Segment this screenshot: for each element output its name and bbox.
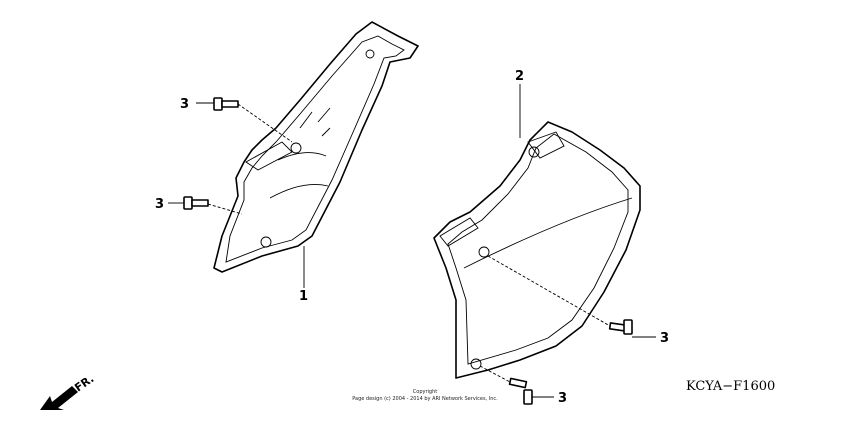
side-cover-right[interactable] — [433, 121, 641, 379]
front-arrow-icon — [40, 386, 78, 410]
callout-side-cover-left: 1 — [299, 289, 308, 304]
callout-bolt-mid-left: 3 — [155, 197, 164, 212]
copyright-line-2: Page design (c) 2004 - 2014 by ARI Netwo… — [352, 396, 498, 402]
copyright-line-1: Copyright — [413, 389, 437, 395]
callout-bolt-right: 3 — [660, 331, 669, 346]
bolt-bottom[interactable] — [479, 365, 554, 405]
callout-bolt-bottom: 3 — [558, 391, 567, 406]
side-cover-left[interactable] — [213, 21, 419, 273]
bolt-upper-left[interactable] — [196, 97, 293, 143]
front-indicator: FR. — [40, 372, 96, 410]
figure-code: KCYA−F1600 — [686, 379, 775, 394]
callout-side-cover-right: 2 — [515, 69, 524, 84]
bolt-right[interactable] — [487, 255, 656, 338]
bolt-mid-left[interactable] — [168, 196, 243, 215]
callout-bolt-upper-left: 3 — [180, 97, 189, 112]
